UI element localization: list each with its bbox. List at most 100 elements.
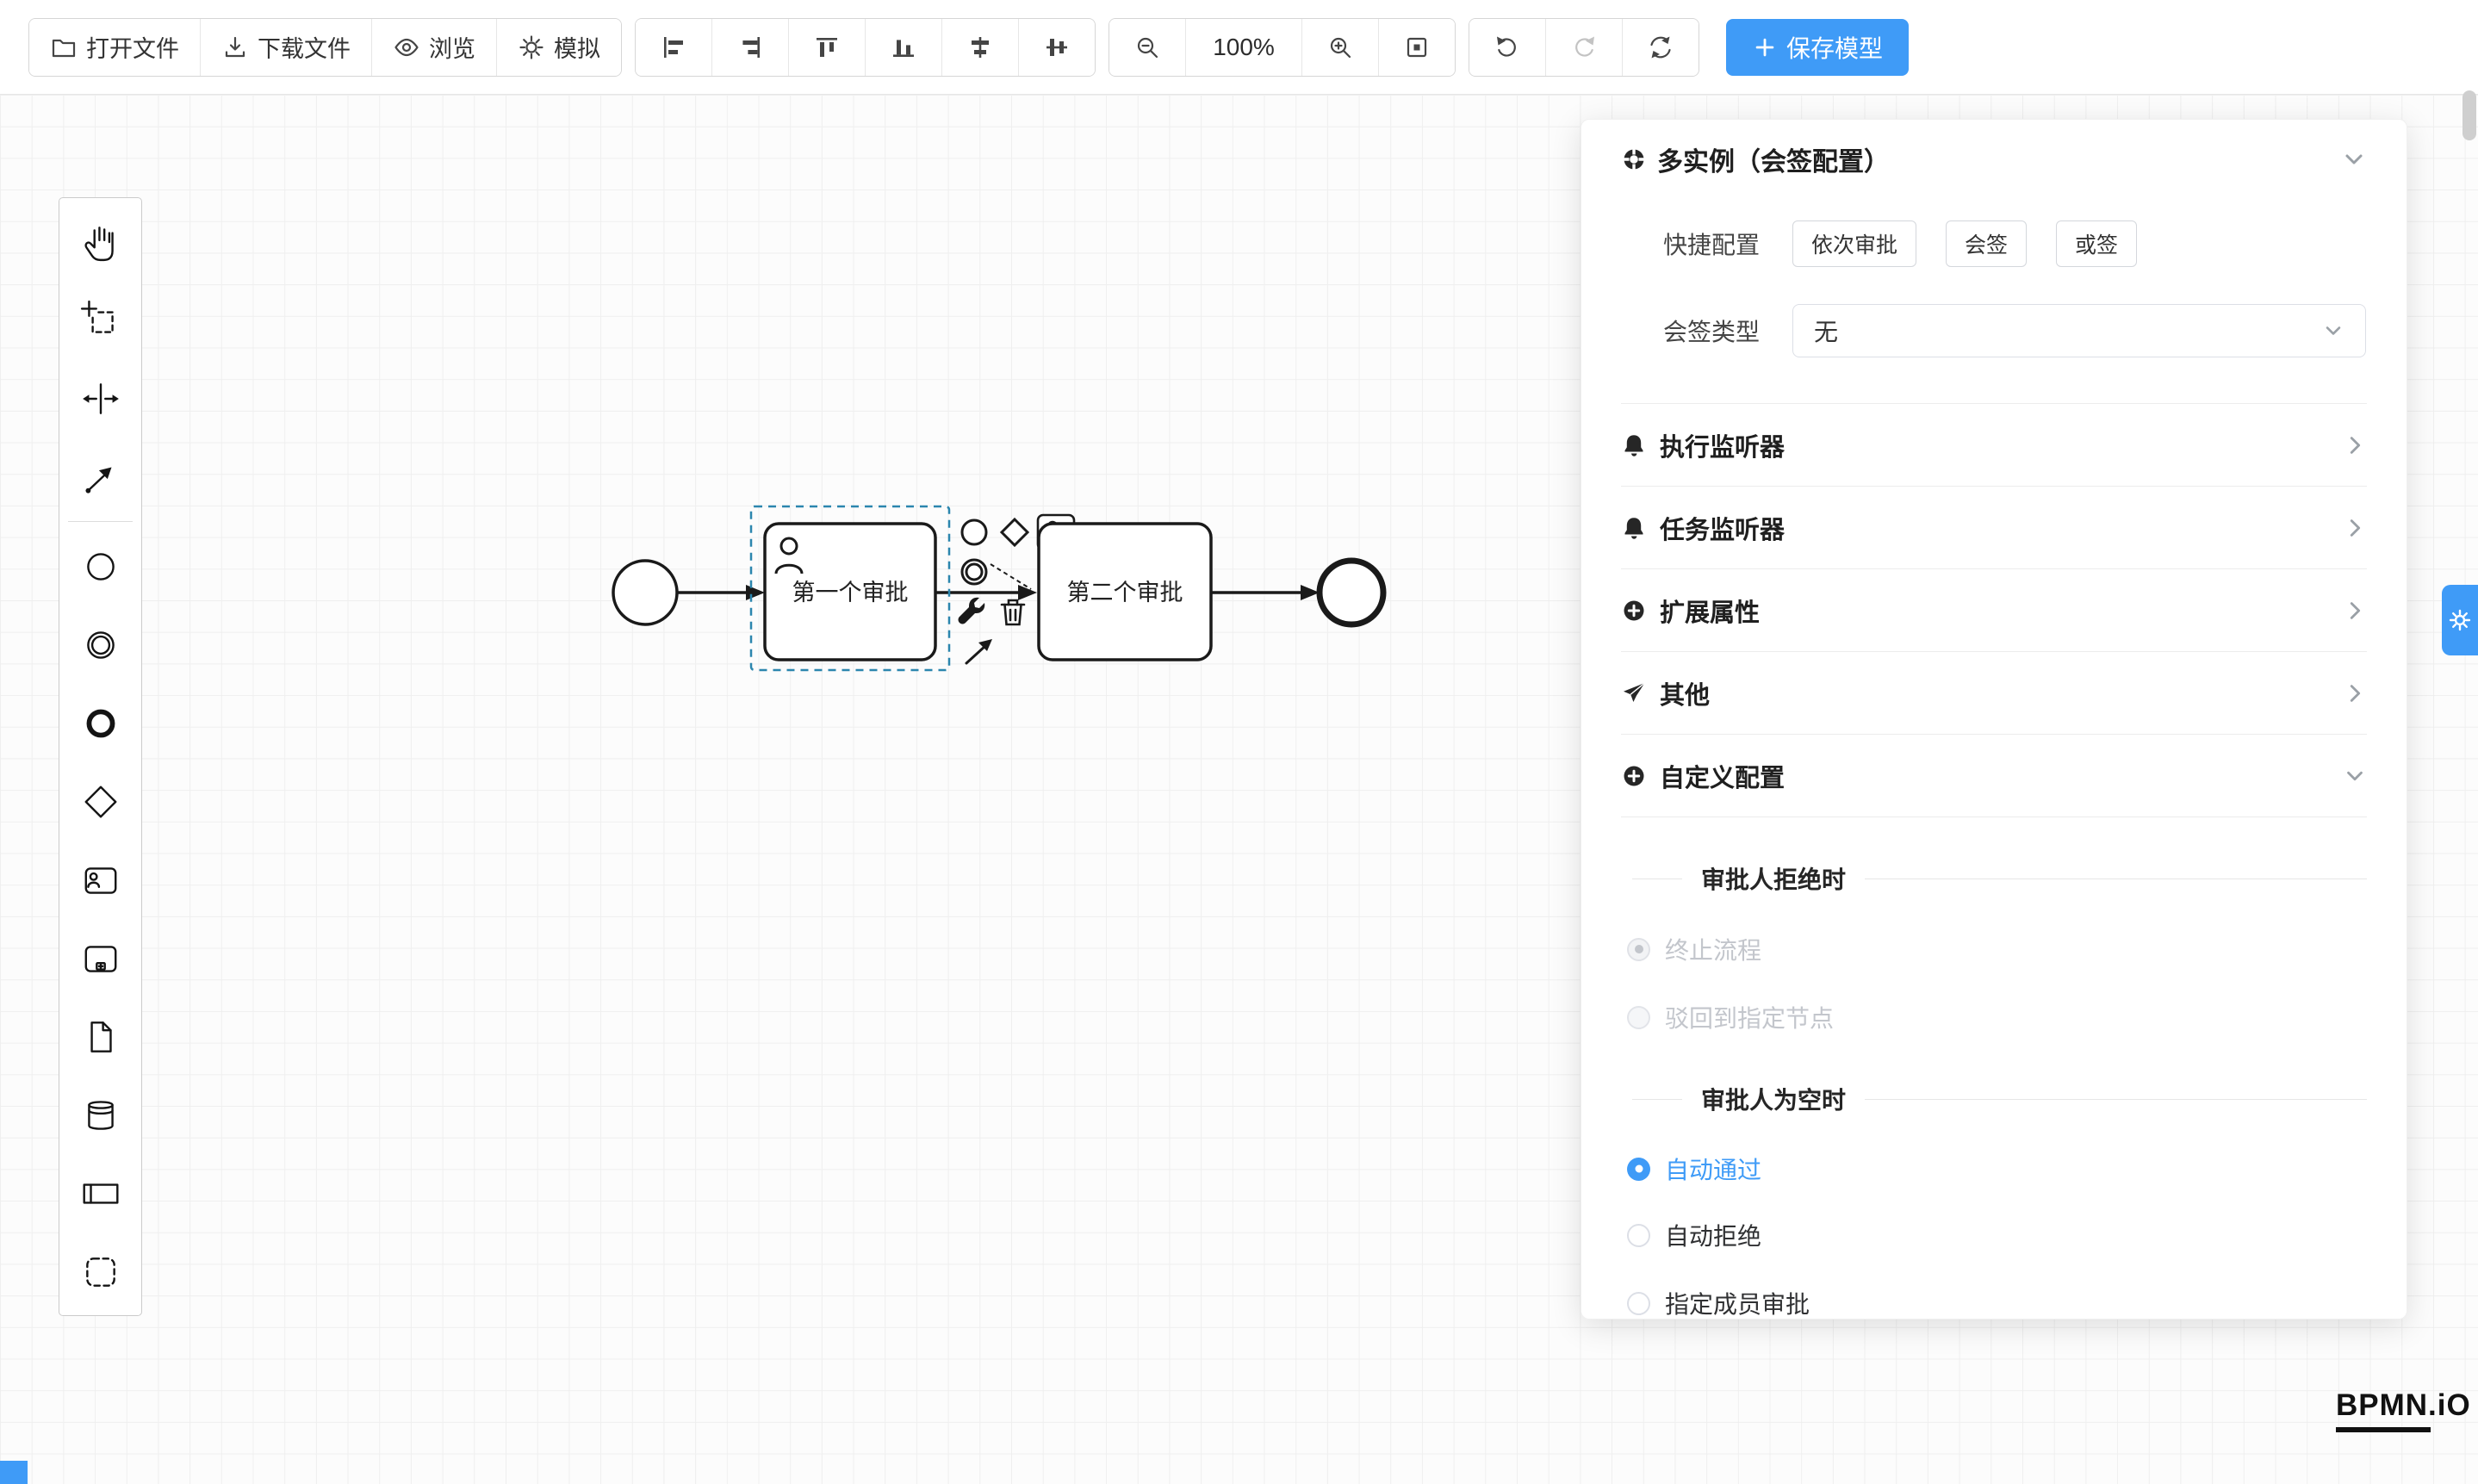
sequence-flow-middle[interactable] xyxy=(935,585,1037,600)
chevron-down-icon[interactable] xyxy=(2341,146,2367,172)
group-icon xyxy=(85,1257,115,1287)
align-right-icon xyxy=(742,36,760,58)
task-second-approval[interactable]: 第二个审批 xyxy=(1037,522,1213,661)
create-subprocess[interactable] xyxy=(59,919,141,997)
file-actions-group: 打开文件 下载文件 浏览 模拟 xyxy=(28,17,622,77)
panel-sections: 执行监听器 任务监听器 扩展属性 其他 自定义配置 xyxy=(1621,403,2367,817)
align-left-button[interactable] xyxy=(636,18,711,76)
custom-config-row[interactable]: 自定义配置 xyxy=(1621,734,2367,817)
chevron-right-icon xyxy=(2350,684,2361,702)
countersign-button[interactable]: 会签 xyxy=(1946,220,2028,267)
simulate-button[interactable]: 模拟 xyxy=(496,18,621,76)
settings-tab[interactable] xyxy=(2442,585,2478,655)
open-file-button[interactable]: 打开文件 xyxy=(29,18,200,76)
task1-label: 第一个审批 xyxy=(792,580,909,605)
undo-icon xyxy=(1497,36,1516,57)
bpmn-io-logo[interactable]: BPMN.iO xyxy=(2336,1388,2471,1432)
zoom-out-button[interactable] xyxy=(1109,18,1185,76)
panel-header[interactable]: 多实例（会签配置） xyxy=(1621,120,2367,199)
create-user-task[interactable] xyxy=(59,841,141,919)
create-end-event[interactable] xyxy=(59,684,141,762)
align-bottom-button[interactable] xyxy=(865,18,941,76)
connect-tool-button[interactable] xyxy=(965,639,992,665)
zoom-level: 100% xyxy=(1185,18,1301,76)
task-listener-row[interactable]: 任务监听器 xyxy=(1621,486,2367,568)
radio-auto-pass[interactable]: 自动通过 xyxy=(1627,1155,2367,1183)
hand-tool[interactable] xyxy=(59,202,141,281)
scrollbar-thumb[interactable] xyxy=(2462,90,2476,140)
create-start-event[interactable] xyxy=(59,527,141,605)
replace-tool-button[interactable] xyxy=(958,597,985,624)
bpmn-io-logo-underline xyxy=(2336,1427,2431,1432)
chevron-right-icon xyxy=(2350,436,2361,454)
extended-properties-row[interactable]: 扩展属性 xyxy=(1621,568,2367,651)
radio-icon xyxy=(1627,937,1650,961)
chevron-down-icon xyxy=(2347,771,2363,780)
save-model-button[interactable]: 保存模型 xyxy=(1726,18,1910,76)
create-participant[interactable] xyxy=(59,1154,141,1233)
data-store-icon xyxy=(87,1100,114,1130)
end-event[interactable] xyxy=(1316,557,1387,628)
align-center-horizontal-button[interactable] xyxy=(941,18,1018,76)
append-intermediate-event-button[interactable] xyxy=(960,558,988,586)
create-intermediate-event[interactable] xyxy=(59,605,141,684)
download-icon xyxy=(225,36,245,57)
bell-icon xyxy=(1624,517,1643,539)
sign-type-select[interactable]: 无 xyxy=(1792,304,2366,357)
corner-badge[interactable] xyxy=(0,1461,28,1484)
zoom-in-button[interactable] xyxy=(1301,18,1378,76)
sequence-flow-end[interactable] xyxy=(1211,585,1320,600)
radio-designated-member[interactable]: 指定成员审批 xyxy=(1627,1289,2367,1318)
reset-button[interactable] xyxy=(1622,18,1699,76)
radio-auto-reject[interactable]: 自动拒绝 xyxy=(1627,1221,2367,1250)
plus-circle-icon xyxy=(1624,766,1644,785)
reject-section-divider: 审批人拒绝时 xyxy=(1632,866,2367,893)
download-file-button[interactable]: 下载文件 xyxy=(200,18,371,76)
history-group xyxy=(1469,17,1699,77)
lasso-icon xyxy=(80,300,114,333)
other-row[interactable]: 其他 xyxy=(1621,651,2367,734)
align-top-button[interactable] xyxy=(788,18,865,76)
lasso-tool[interactable] xyxy=(59,281,141,359)
empty-section-divider: 审批人为空时 xyxy=(1632,1086,2367,1114)
plus-circle-icon xyxy=(1624,600,1644,620)
open-file-label: 打开文件 xyxy=(86,36,179,62)
gear-icon xyxy=(2449,609,2471,631)
zoom-in-icon xyxy=(1330,37,1351,58)
task-listener-label: 任务监听器 xyxy=(1660,516,1786,544)
save-model-label: 保存模型 xyxy=(1786,34,1884,62)
start-event[interactable] xyxy=(612,559,679,626)
create-group[interactable] xyxy=(59,1233,141,1311)
connect-icon xyxy=(88,473,106,490)
sign-type-label: 会签类型 xyxy=(1663,319,1761,345)
radio-return-to-node: 驳回到指定节点 xyxy=(1627,1003,2367,1032)
sequential-approval-button[interactable]: 依次审批 xyxy=(1792,220,1917,267)
align-center-vertical-button[interactable] xyxy=(1018,18,1095,76)
undo-button[interactable] xyxy=(1469,18,1545,76)
preview-button[interactable]: 浏览 xyxy=(371,18,496,76)
append-end-event-button[interactable] xyxy=(960,518,988,546)
task2-label: 第二个审批 xyxy=(1067,580,1183,605)
global-connect-tool[interactable] xyxy=(59,438,141,516)
simulate-label: 模拟 xyxy=(554,36,600,62)
align-center-vertical-icon xyxy=(1046,38,1067,56)
create-data-object[interactable] xyxy=(59,997,141,1076)
fit-viewport-icon xyxy=(1407,37,1427,57)
execution-listener-row[interactable]: 执行监听器 xyxy=(1621,403,2367,486)
create-data-store[interactable] xyxy=(59,1076,141,1154)
orsign-button[interactable]: 或签 xyxy=(2056,220,2138,267)
user-task-icon xyxy=(774,537,804,574)
radio-terminate-process: 终止流程 xyxy=(1627,935,2367,964)
align-bottom-icon xyxy=(893,39,914,57)
fit-viewport-button[interactable] xyxy=(1378,18,1455,76)
participant-icon xyxy=(82,1183,119,1204)
create-gateway[interactable] xyxy=(59,762,141,841)
align-right-button[interactable] xyxy=(711,18,788,76)
append-gateway-button[interactable] xyxy=(999,517,1030,548)
data-object-icon xyxy=(90,1021,112,1052)
task-first-approval[interactable]: 第一个审批 xyxy=(763,522,937,661)
end-event-icon xyxy=(86,709,115,737)
delete-button[interactable] xyxy=(1000,599,1026,626)
space-tool[interactable] xyxy=(59,359,141,438)
